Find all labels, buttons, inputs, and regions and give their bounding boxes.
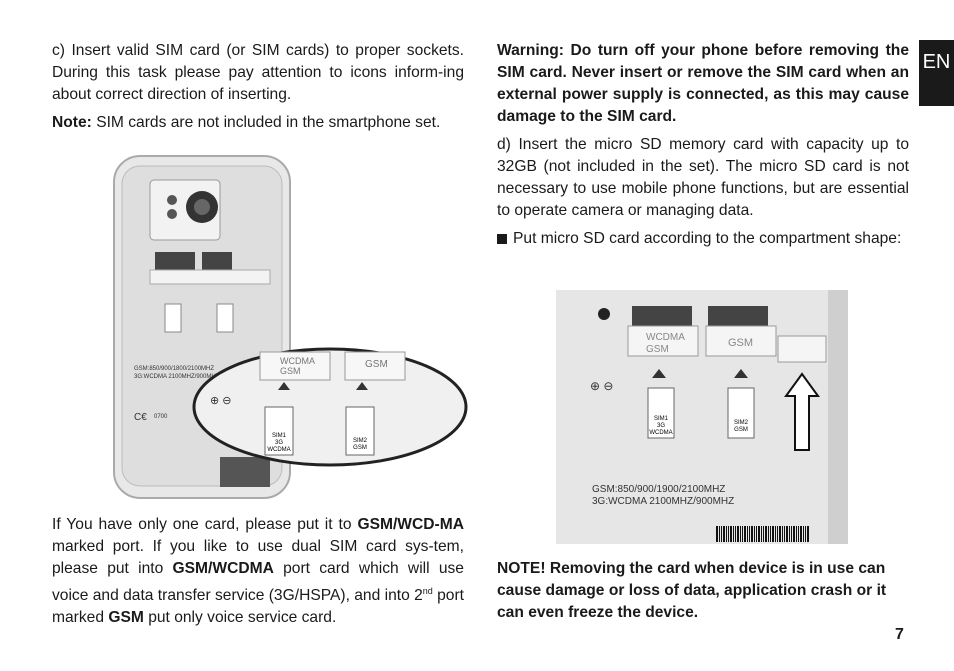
paragraph-insert-sd: d) Insert the micro SD memory card with … — [497, 136, 909, 219]
barcode-bar — [807, 526, 809, 542]
fig1-sim1b: 3G — [275, 440, 283, 446]
barcode-bar — [749, 526, 750, 542]
barcode-bar — [798, 526, 799, 542]
barcode-bar — [784, 526, 785, 542]
fig2-freq2: 3G:WCDMA 2100MHZ/900MHZ — [592, 496, 734, 507]
fig2-sim1: SIM1 — [654, 416, 669, 422]
fig1-sim2: SIM2 — [353, 438, 368, 444]
note-paragraph: Note: SIM cards are not included in the … — [52, 112, 464, 134]
fig2-slot1: WCDMA — [646, 332, 685, 343]
fig2-sim2: SIM2 — [734, 420, 749, 426]
bold-run: GSM/WCDMA — [172, 560, 274, 577]
text-run: If You have only one card, please put it… — [52, 516, 358, 533]
language-tab: EN — [919, 40, 954, 106]
barcode-bar — [805, 526, 806, 542]
fig1-sim1: SIM1 — [272, 433, 287, 439]
page-number: 7 — [895, 626, 904, 643]
barcode-bar — [721, 526, 722, 542]
fig2-sim1b: 3G — [657, 423, 665, 429]
bullet-text: Put micro SD card according to the compa… — [513, 230, 902, 247]
right-column: Warning: Do turn off your phone before r… — [497, 40, 909, 250]
paragraph-insert-sim: c) Insert valid SIM card (or SIM cards) … — [52, 42, 464, 103]
svg-text:C€: C€ — [134, 412, 147, 423]
barcode-bar — [777, 526, 778, 542]
left-bottom: If You have only one card, please put it… — [52, 514, 464, 635]
bold-run: GSM/WCD-MA — [357, 516, 464, 533]
fig2-slot1b: GSM — [646, 344, 669, 355]
barcode-bar — [761, 526, 762, 542]
fig1-ce-number: 0700 — [154, 414, 168, 420]
fig2-sim1c: WCDMA — [649, 430, 672, 436]
svg-text:⊕ ⊖: ⊕ ⊖ — [590, 379, 613, 393]
note-warning: NOTE! Removing the card when device is i… — [497, 560, 887, 621]
right-bottom: NOTE! Removing the card when device is i… — [497, 558, 909, 630]
bold-run: GSM — [108, 609, 144, 627]
left-column: c) Insert valid SIM card (or SIM cards) … — [52, 40, 464, 140]
fig2-freq1: GSM:850/900/1900/2100MHZ — [592, 484, 725, 495]
barcode-bar — [735, 526, 736, 542]
barcode-bar — [796, 526, 797, 542]
sd-slot-figure: WCDMA GSM GSM ⊕ ⊖ SIM1 3G WCDMA SIM2 GSM… — [556, 290, 848, 544]
barcode-bar — [723, 526, 725, 542]
text-run: port marked — [52, 587, 464, 627]
warning-paragraph: Warning: Do turn off your phone before r… — [497, 42, 909, 125]
barcode-bar — [740, 526, 741, 542]
barcode-icon — [716, 526, 809, 542]
barcode-bar — [793, 526, 795, 542]
barcode-bar — [763, 526, 764, 542]
barcode-bar — [758, 526, 760, 542]
note-text: SIM cards are not included in the smartp… — [91, 114, 441, 131]
barcode-bar — [786, 526, 788, 542]
barcode-bar — [782, 526, 783, 542]
barcode-bar — [765, 526, 767, 542]
bullet-item: Put micro SD card according to the compa… — [497, 228, 909, 250]
fig1-sim2b: GSM — [353, 445, 367, 451]
barcode-bar — [751, 526, 753, 542]
barcode-bar — [800, 526, 802, 542]
barcode-bar — [737, 526, 739, 542]
fig1-freq-small-2: 3G:WCDMA 2100MHZ/900MHZ — [134, 374, 220, 380]
barcode-bar — [744, 526, 746, 542]
barcode-bar — [789, 526, 790, 542]
fig2-slot2: GSM — [728, 337, 753, 349]
fig1-slot1: WCDMA — [280, 356, 315, 366]
fig1-slot2: GSM — [365, 359, 388, 370]
barcode-bar — [730, 526, 732, 542]
barcode-bar — [770, 526, 771, 542]
note-label: Note: — [52, 114, 92, 131]
barcode-bar — [754, 526, 755, 542]
barcode-bar — [791, 526, 792, 542]
barcode-bar — [772, 526, 774, 542]
bullet-square-icon — [497, 234, 507, 244]
fig2-sim2b: GSM — [734, 427, 748, 433]
barcode-bar — [742, 526, 743, 542]
fig1-sim1c: WCDMA — [267, 447, 290, 453]
barcode-bar — [733, 526, 734, 542]
text-run: put only voice service card. — [143, 609, 337, 627]
paragraph-single-card: If You have only one card, please put it… — [52, 514, 464, 629]
barcode-bar — [768, 526, 769, 542]
barcode-bar — [728, 526, 729, 542]
text-run: marked port. If you like to use dual SIM… — [52, 538, 464, 577]
fig1-freq-small: GSM:850/900/1800/2100MHZ — [134, 366, 214, 372]
barcode-bar — [803, 526, 804, 542]
barcode-bar — [726, 526, 727, 542]
barcode-bar — [756, 526, 757, 542]
text-run: port card which will use voice and data … — [52, 560, 464, 605]
phone-back-figure: GSM:850/900/1800/2100MHZ 3G:WCDMA 2100MH… — [110, 152, 470, 502]
barcode-bar — [747, 526, 748, 542]
svg-text:⊕ ⊖: ⊕ ⊖ — [210, 395, 232, 407]
barcode-bar — [716, 526, 718, 542]
superscript: nd — [422, 586, 433, 596]
fig1-slot1b: GSM — [280, 366, 301, 376]
barcode-bar — [779, 526, 781, 542]
barcode-bar — [775, 526, 776, 542]
barcode-bar — [719, 526, 720, 542]
insert-arrow-icon — [784, 372, 820, 451]
